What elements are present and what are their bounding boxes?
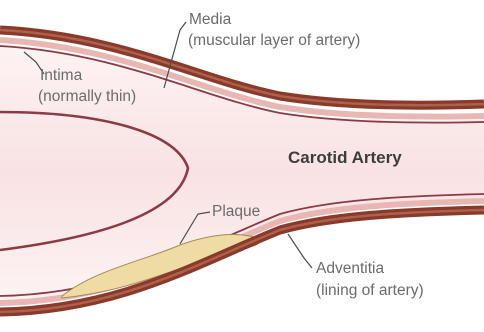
adventitia-label: Adventitia xyxy=(316,260,384,277)
carotid-artery-title: Carotid Artery xyxy=(288,148,402,167)
intima-label: Intima xyxy=(40,67,83,84)
plaque-label: Plaque xyxy=(212,203,260,220)
adventitia-detail: (lining of artery) xyxy=(316,282,424,299)
media-label: Media xyxy=(189,11,232,28)
media-detail: (muscular layer of artery) xyxy=(188,32,360,49)
intima-detail: (normally thin) xyxy=(38,88,136,105)
adventitia-leader xyxy=(288,234,312,268)
